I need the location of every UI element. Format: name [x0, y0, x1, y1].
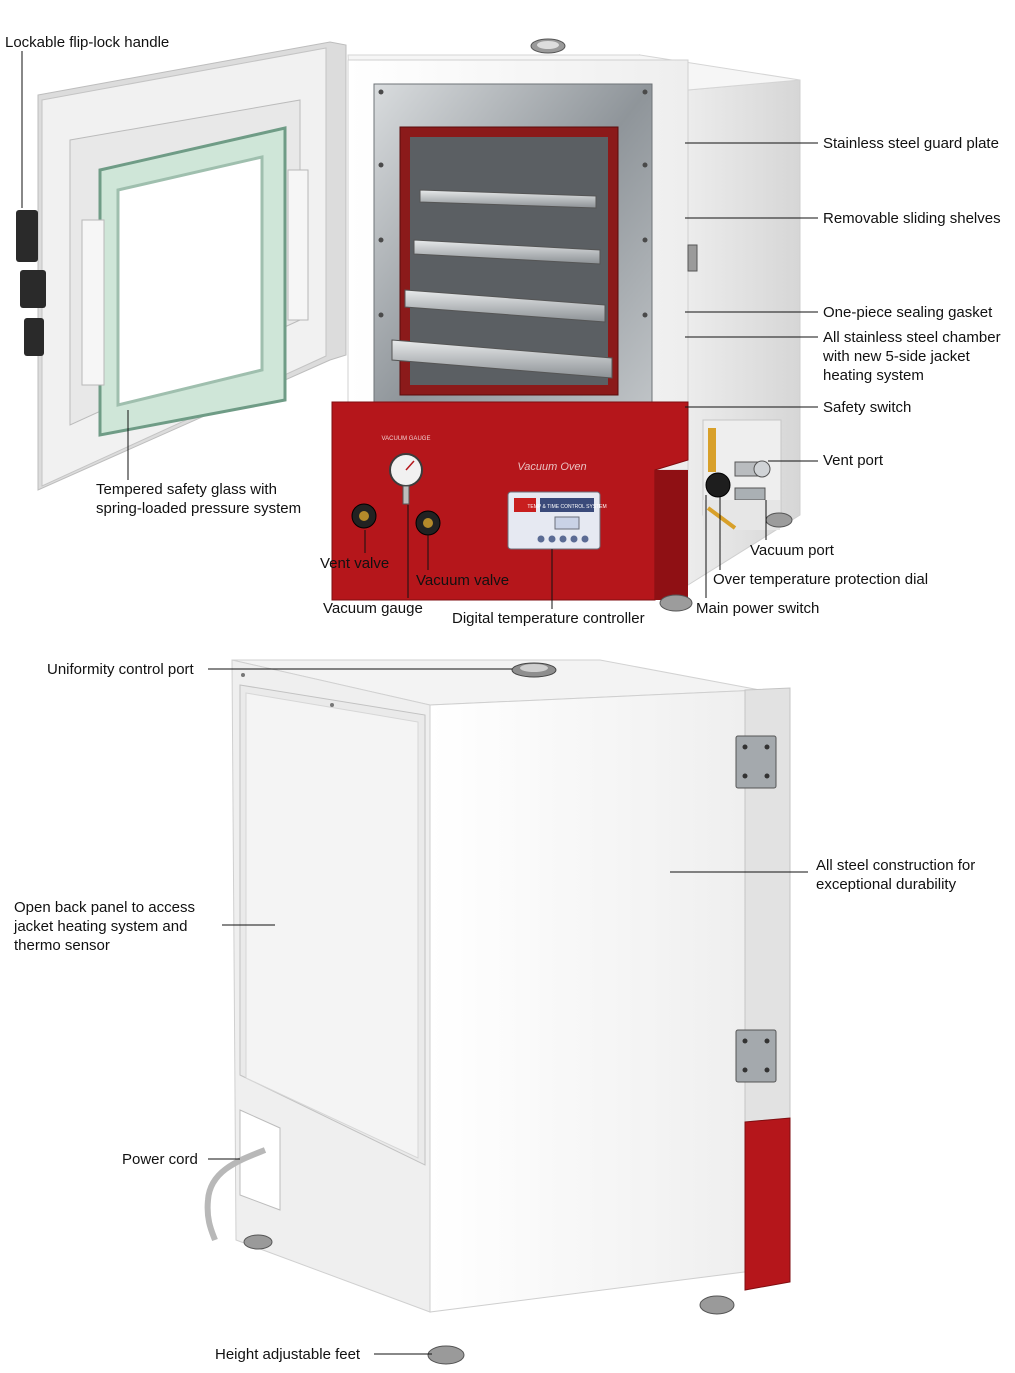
callout-chamber: All stainless steel chamber with new 5-s… [823, 329, 1001, 384]
callout-main-power: Main power switch [696, 600, 820, 617]
door-hinges [735, 735, 777, 1083]
oven-brand-text: Vacuum Oven [517, 461, 586, 473]
callout-sliding-shelves: Removable sliding shelves [823, 210, 1001, 227]
vent-port-fitting [734, 460, 771, 478]
over-temperature-dial [705, 472, 731, 498]
callout-steel-construction: All steel construction for exceptional d… [816, 857, 976, 893]
callout-vent-valve: Vent valve [320, 555, 390, 572]
callout-sealing-gasket: One-piece sealing gasket [823, 304, 993, 321]
callout-guard-plate: Stainless steel guard plate [823, 135, 999, 152]
callout-safety-switch: Safety switch [823, 399, 912, 416]
callout-safety-glass: Tempered safety glass with spring-loaded… [96, 481, 302, 517]
callout-adjustable-feet: Height adjustable feet [215, 1346, 361, 1363]
callout-vacuum-port: Vacuum port [750, 542, 834, 559]
tempered-safety-glass [98, 126, 287, 437]
vent-valve-knob [351, 503, 377, 529]
oven-back-view [204, 659, 791, 1365]
flip-lock-handle [16, 210, 46, 356]
callout-uniformity-port: Uniformity control port [47, 661, 194, 678]
open-door [16, 41, 347, 491]
sliding-shelves [391, 189, 613, 379]
digital-temperature-controller: TEMP & TIME CONTROL SYSTEM [507, 491, 607, 550]
vacuum-port-fitting [734, 487, 766, 501]
vacuum-valve-knob [415, 510, 441, 536]
callout-back-panel: Open back panel to access jacket heating… [14, 899, 195, 954]
height-adjustable-feet [243, 1234, 735, 1365]
callout-temp-controller: Digital temperature controller [452, 610, 645, 627]
callout-vacuum-valve: Vacuum valve [416, 572, 510, 589]
callout-power-cord: Power cord [122, 1151, 198, 1168]
callout-leader-lines [21, 51, 818, 1355]
callout-lockable-handle: Lockable flip-lock handle [5, 34, 170, 51]
callout-vent-port: Vent port [823, 452, 884, 469]
callout-over-temp-dial: Over temperature protection dial [713, 571, 929, 588]
gauge-label-text: VACUUM GAUGE [382, 436, 431, 442]
vacuum-gauge: VACUUM GAUGE [382, 436, 431, 505]
callout-vacuum-gauge: Vacuum gauge [323, 600, 423, 617]
oven-front-view: Vacuum Oven VACUUM GAUGE TEMP & TIME CON… [331, 38, 801, 612]
controller-panel-label: TEMP & TIME CONTROL SYSTEM [527, 504, 606, 510]
